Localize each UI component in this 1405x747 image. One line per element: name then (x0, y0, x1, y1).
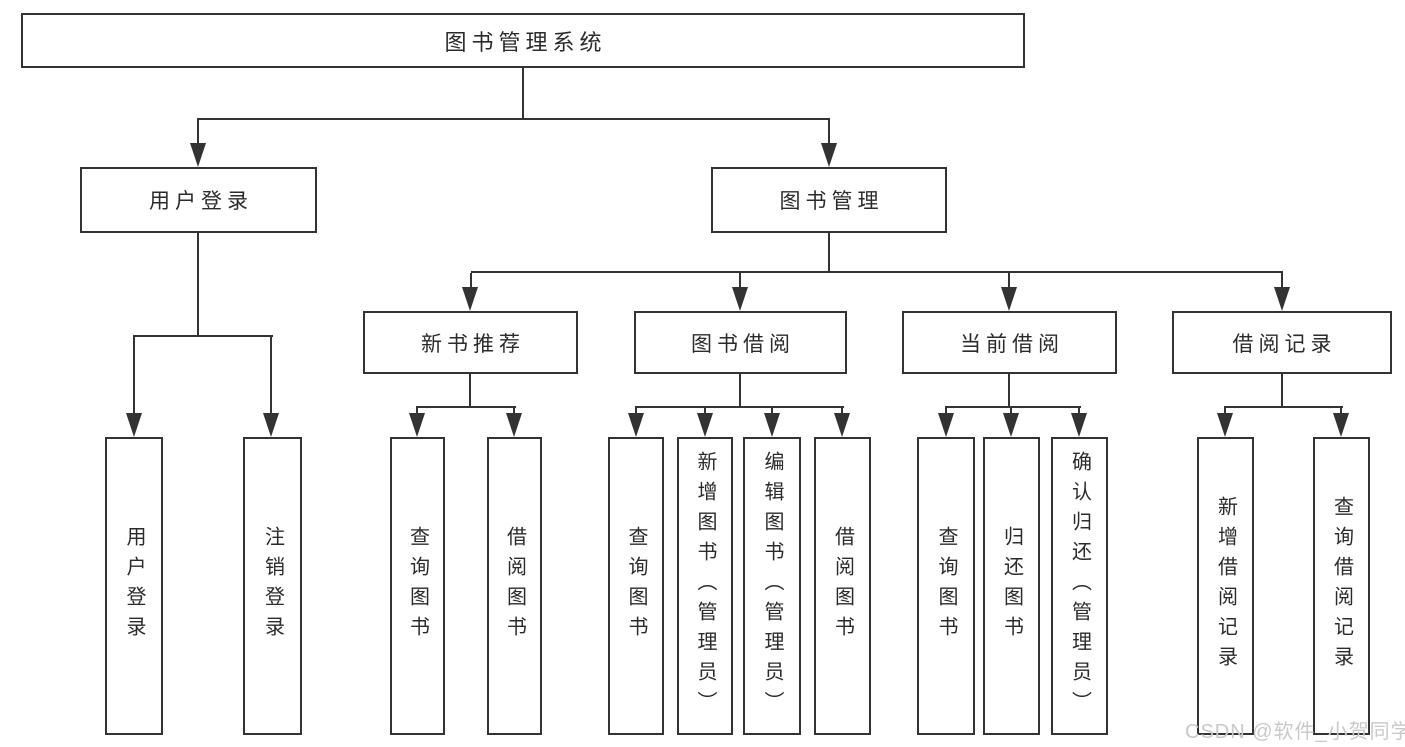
connector-drop-nb-query (416, 408, 418, 415)
arrowhead-cb-query (938, 413, 954, 437)
arrowhead-borrow-record (1274, 287, 1290, 311)
connector-drop-book-mgmt (828, 120, 830, 145)
leaf-nb-borrow-books-label: 借阅图书 (503, 526, 526, 646)
node-current-borrowing: 当前借阅 (902, 311, 1117, 374)
node-user-login-label: 用户登录 (149, 190, 253, 213)
connector-drop-cb-query (945, 408, 947, 415)
leaf-bb-borrow-books: 借阅图书 (814, 437, 871, 735)
connector-drop-leaf-login (133, 337, 135, 415)
node-root-label: 图书管理系统 (444, 29, 607, 55)
leaf-br-query-record: 查询借阅记录 (1313, 437, 1370, 735)
leaf-cb-return-books-label: 归还图书 (1000, 526, 1023, 646)
leaf-bb-edit-books-admin-label: 编辑图书（管理员） (761, 451, 783, 721)
connector-drop-bb-edit (771, 408, 773, 415)
arrowhead-book-borrow (732, 287, 748, 311)
connector-drop-cb-confirm (1078, 408, 1080, 415)
leaf-br-add-record: 新增借阅记录 (1197, 437, 1254, 735)
connector-drop-borrow-record (1281, 273, 1283, 289)
leaf-bb-query-books: 查询图书 (608, 437, 664, 735)
node-root: 图书管理系统 (21, 13, 1025, 68)
connector-drop-bb-add (704, 408, 706, 415)
arrowhead-leaf-logout (263, 413, 279, 437)
connector-drop-bb-borrow (841, 408, 843, 415)
connector-drop-bb-query (635, 408, 637, 415)
connector-drop-br-query (1340, 408, 1342, 415)
arrowhead-new-book (462, 287, 478, 311)
leaf-logout-label: 注销登录 (261, 526, 284, 646)
arrowhead-book-mgmt (821, 143, 837, 167)
connector-drop-user-login (197, 120, 199, 145)
arrowhead-bb-add (697, 413, 713, 437)
leaf-nb-query-books: 查询图书 (390, 437, 445, 735)
leaf-cb-confirm-return-admin-label: 确认归还（管理员） (1068, 451, 1091, 721)
connector-currentborrow-stem (1008, 374, 1010, 408)
connector-drop-new-book (470, 273, 472, 289)
connector-bookborrow-rail (635, 406, 844, 408)
arrowhead-bb-edit (764, 413, 780, 437)
connector-root-rail (197, 118, 830, 120)
arrowhead-br-query (1333, 413, 1349, 437)
arrowhead-current-borrow (1001, 287, 1017, 311)
leaf-bb-add-books-admin-label: 新增图书（管理员） (694, 451, 716, 721)
leaf-bb-edit-books-admin: 编辑图书（管理员） (743, 437, 801, 735)
node-borrowing-records: 借阅记录 (1172, 311, 1392, 374)
leaf-bb-query-books-label: 查询图书 (625, 526, 647, 646)
arrowhead-cb-confirm (1071, 413, 1087, 437)
arrowhead-br-add (1217, 413, 1233, 437)
connector-borrowrecord-stem (1281, 374, 1283, 408)
leaf-logout: 注销登录 (243, 437, 302, 735)
arrowhead-nb-query (409, 413, 425, 437)
leaf-bb-borrow-books-label: 借阅图书 (831, 526, 854, 646)
leaf-nb-query-books-label: 查询图书 (406, 526, 429, 646)
leaf-cb-confirm-return-admin: 确认归还（管理员） (1051, 437, 1108, 735)
connector-newbook-rail (416, 406, 516, 408)
leaf-nb-borrow-books: 借阅图书 (487, 437, 542, 735)
connector-userlogin-rail (133, 335, 273, 337)
node-user-login: 用户登录 (80, 167, 317, 233)
leaf-bb-add-books-admin: 新增图书（管理员） (677, 437, 733, 735)
arrowhead-bb-query (628, 413, 644, 437)
leaf-user-login-label: 用户登录 (123, 526, 145, 646)
connector-userlogin-stem (197, 233, 199, 337)
node-book-borrowing: 图书借阅 (634, 311, 847, 374)
node-new-book-recommend: 新书推荐 (363, 311, 578, 374)
connector-drop-leaf-logout (270, 337, 272, 415)
node-borrowing-records-label: 借阅记录 (1232, 332, 1337, 356)
node-book-management: 图书管理 (711, 167, 947, 233)
node-new-book-recommend-label: 新书推荐 (421, 332, 525, 356)
arrowhead-bb-borrow (834, 413, 850, 437)
arrowhead-user-login (190, 143, 206, 167)
connector-borrowrecord-rail (1224, 406, 1343, 408)
connector-drop-current-borrow (1008, 273, 1010, 289)
connector-bookmgmt-rail (471, 271, 1283, 273)
node-book-management-label: 图书管理 (779, 190, 884, 213)
connector-drop-br-add (1224, 408, 1226, 415)
connector-bookborrow-stem (739, 374, 741, 408)
node-current-borrowing-label: 当前借阅 (960, 332, 1064, 356)
connector-drop-cb-return (1010, 408, 1012, 415)
leaf-user-login: 用户登录 (105, 437, 163, 735)
csdn-watermark: CSDN @软件_小贺同学 (1185, 721, 1405, 743)
arrowhead-nb-borrow (506, 413, 522, 437)
node-book-borrowing-label: 图书借阅 (691, 332, 795, 356)
connector-root-stem (522, 68, 524, 118)
connector-currentborrow-rail (945, 406, 1081, 408)
arrowhead-leaf-login (126, 413, 142, 437)
leaf-cb-return-books: 归还图书 (983, 437, 1040, 735)
leaf-br-query-record-label: 查询借阅记录 (1330, 496, 1353, 676)
arrowhead-cb-return (1003, 413, 1019, 437)
leaf-cb-query-books: 查询图书 (917, 437, 975, 735)
connector-drop-nb-borrow (513, 408, 515, 415)
connector-bookmgmt-stem (828, 233, 830, 273)
leaf-br-add-record-label: 新增借阅记录 (1214, 496, 1237, 676)
leaf-cb-query-books-label: 查询图书 (935, 526, 957, 646)
connector-drop-book-borrow (739, 273, 741, 289)
connector-newbook-stem (469, 374, 471, 408)
